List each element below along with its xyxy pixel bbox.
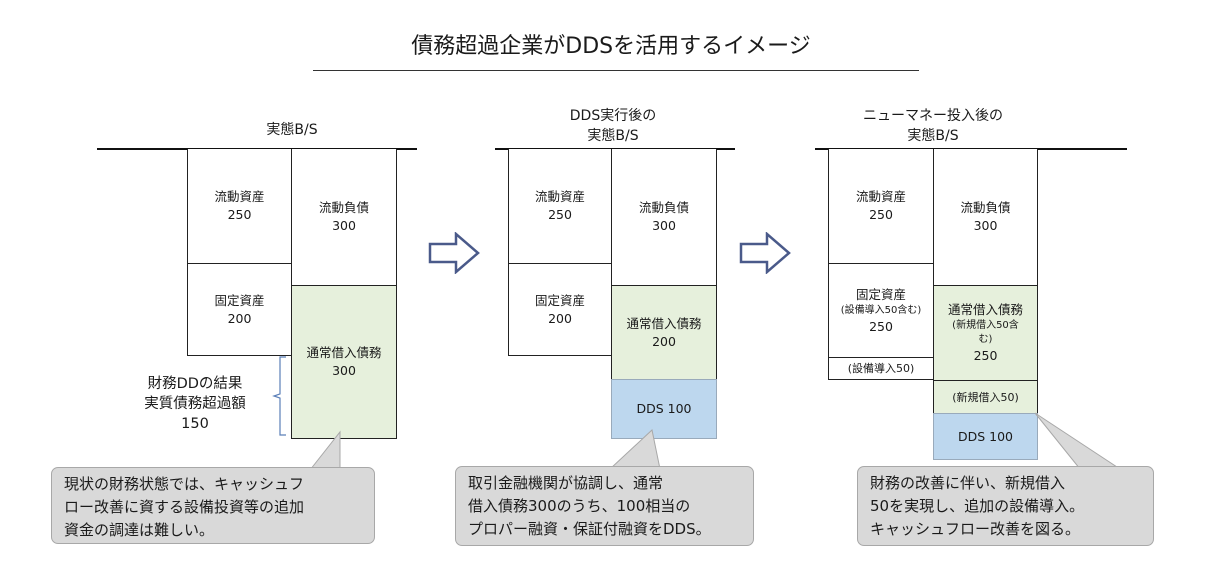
panel3-fixed-assets: 固定資産 (設備導入50含む) 250 <box>828 263 934 358</box>
current-assets-label: 流動資産 <box>214 189 265 204</box>
excess-debt-note: 財務DDの結果 実質債務超過額 150 <box>120 374 270 434</box>
equipment-addition-label: (設備導入50) <box>847 362 915 375</box>
dds-label: DDS 100 <box>957 428 1014 444</box>
current-liabilities-value: 300 <box>973 218 998 233</box>
callout3-line3: キャッシュフロー改善を図る。 <box>870 520 1081 538</box>
fixed-assets-value: 200 <box>227 310 252 326</box>
panel2-heading-line1: DDS実行後の <box>569 108 657 124</box>
panel3-current-assets: 流動資産 250 <box>828 149 934 264</box>
current-liabilities-label: 流動負債 <box>638 200 689 215</box>
current-liabilities-label: 流動負債 <box>318 200 369 215</box>
new-borrowing-label: (新規借入50) <box>952 390 1019 404</box>
callout3-pointer <box>1034 412 1122 470</box>
callout-current-state: 現状の財務状態では、キャッシュフ ロー改善に資する設備投資等の追加 資金の調達は… <box>51 467 375 544</box>
regular-debt-value: 250 <box>973 348 998 363</box>
excess-debt-brace <box>272 356 286 436</box>
current-assets-label: 流動資産 <box>534 189 585 204</box>
regular-debt-label: 通常借入債務 <box>306 345 382 360</box>
panel2-current-assets: 流動資産 250 <box>508 149 612 264</box>
current-liabilities-label: 流動負債 <box>960 200 1011 215</box>
callout3-line1: 財務の改善に伴い、新規借入 <box>870 474 1066 492</box>
panel3-new-borrowing: (新規借入50) <box>933 380 1038 414</box>
callout-new-money: 財務の改善に伴い、新規借入 50を実現し、追加の設備導入。 キャッシュフロー改善… <box>857 466 1154 546</box>
regular-debt-label: 通常借入債務 <box>626 315 702 331</box>
callout1-line3: 資金の調達は難しい。 <box>64 521 215 539</box>
title-underline <box>313 70 919 71</box>
callout3-line2: 50を実現し、追加の設備導入。 <box>870 497 1085 515</box>
panel2-current-liabilities: 流動負債 300 <box>611 149 717 286</box>
excess-debt-line1: 財務DDの結果 <box>147 376 243 392</box>
callout2-line3: プロパー融資・保証付融資をDDS。 <box>468 520 711 538</box>
panel3-heading-line2: 実態B/S <box>907 128 959 144</box>
excess-debt-line2: 実質債務超過額 <box>144 396 246 412</box>
callout2-line2: 借入債務300のうち、100相当の <box>468 497 691 515</box>
regular-debt-value: 200 <box>652 333 676 349</box>
regular-debt-value: 300 <box>332 363 356 378</box>
panel1-current-assets: 流動資産 250 <box>187 149 292 264</box>
panel2-regular-debt: 通常借入債務 200 <box>611 285 717 380</box>
panel3-equipment-addition: (設備導入50) <box>828 357 934 380</box>
fixed-assets-value: 250 <box>869 318 893 334</box>
callout1-line1: 現状の財務状態では、キャッシュフ <box>64 475 305 493</box>
panel2-dds: DDS 100 <box>611 379 717 439</box>
current-assets-value: 250 <box>548 207 572 222</box>
current-liabilities-value: 300 <box>332 218 356 233</box>
callout-dds-execution: 取引金融機関が協調し、通常 借入債務300のうち、100相当の プロパー融資・保… <box>455 466 754 546</box>
fixed-assets-sub: (設備導入50含む) <box>840 304 922 316</box>
right-arrow-icon <box>739 232 791 274</box>
current-liabilities-value: 300 <box>652 218 676 233</box>
panel2-fixed-assets: 固定資産 200 <box>508 263 612 356</box>
panel1-heading: 実態B/S <box>187 120 397 140</box>
fixed-assets-value: 200 <box>548 310 572 326</box>
regular-debt-sub-line1: (新規借入50含 <box>952 320 1019 331</box>
right-arrow-icon <box>428 232 480 274</box>
panel1-fixed-assets: 固定資産 200 <box>187 263 292 356</box>
fixed-assets-label: 固定資産 <box>214 292 265 308</box>
current-assets-label: 流動資産 <box>855 189 906 204</box>
regular-debt-sub-line2: む) <box>978 334 993 345</box>
excess-debt-value: 150 <box>181 416 209 432</box>
fixed-assets-label: 固定資産 <box>855 286 906 302</box>
fixed-assets-label: 固定資産 <box>534 292 585 308</box>
panel3-heading-line1: ニューマネー投入後の <box>863 108 1003 124</box>
panel3-current-liabilities: 流動負債 300 <box>933 149 1038 286</box>
panel2-heading-line2: 実態B/S <box>587 128 639 144</box>
regular-debt-label: 通常借入債務 <box>947 302 1023 317</box>
panel1-regular-debt: 通常借入債務 300 <box>291 285 397 439</box>
diagram-title: 債務超過企業がDDSを活用するイメージ <box>411 34 811 59</box>
callout1-line2: ロー改善に資する設備投資等の追加 <box>64 498 305 516</box>
panel3-regular-debt: 通常借入債務 (新規借入50含 む) 250 <box>933 285 1038 381</box>
current-assets-value: 250 <box>869 207 893 222</box>
callout2-line1: 取引金融機関が協調し、通常 <box>468 474 664 492</box>
panel1-heading-line: 実態B/S <box>266 122 318 138</box>
current-assets-value: 250 <box>227 207 252 222</box>
dds-label: DDS 100 <box>636 401 692 416</box>
panel3-heading: ニューマネー投入後の 実態B/S <box>828 106 1038 146</box>
panel3-dds: DDS 100 <box>933 413 1038 460</box>
panel1-current-liabilities: 流動負債 300 <box>291 149 397 286</box>
panel2-heading: DDS実行後の 実態B/S <box>508 106 718 146</box>
